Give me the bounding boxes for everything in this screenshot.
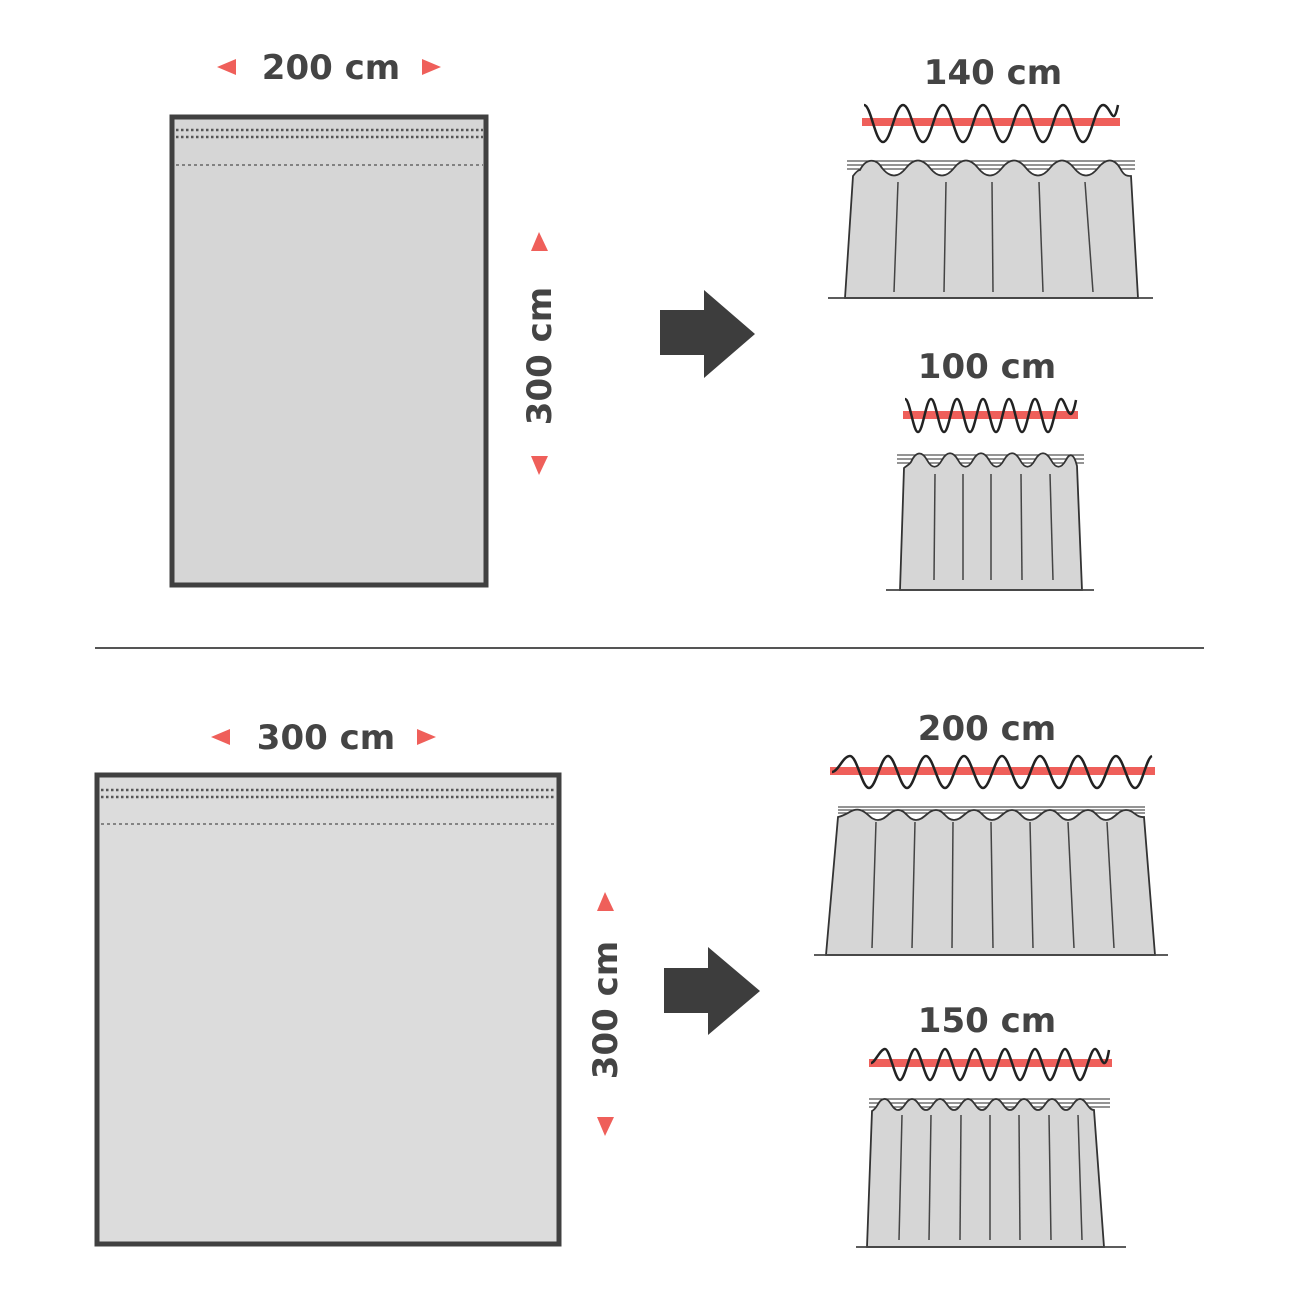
right-arrow-icon (660, 290, 755, 378)
flat-curtain-panel (169, 114, 489, 588)
flat-panel-width-label: 300 cm (257, 718, 395, 758)
gathered-curtain-result-1: 200 cm (814, 709, 1168, 956)
arrow-down-icon (597, 1117, 614, 1136)
gathered-curtain-result-2: 150 cm (856, 1001, 1126, 1248)
rod-width-bar (862, 118, 1120, 126)
arrow-left-icon (211, 729, 230, 745)
result-width-label: 150 cm (918, 1001, 1056, 1041)
result-width-label: 140 cm (924, 53, 1062, 93)
example-bottom: 300 cm 300 cm 200 cm (94, 709, 1168, 1248)
arrow-up-icon (531, 232, 548, 251)
flat-panel-width-label: 200 cm (262, 48, 400, 88)
arrow-up-icon (597, 892, 614, 911)
result-width-label: 200 cm (918, 709, 1056, 749)
flat-curtain-panel (94, 772, 562, 1247)
example-top: 200 cm 300 cm 140 cm (169, 48, 1153, 591)
result-width-label: 100 cm (918, 347, 1056, 387)
rod-width-bar (869, 1059, 1112, 1067)
wave-icon (831, 754, 1153, 790)
flat-panel-height-label: 300 cm (586, 941, 626, 1079)
flat-panel-height-dimension: 300 cm (586, 892, 626, 1136)
wave-icon (863, 103, 1120, 144)
flat-panel-height-dimension: 300 cm (520, 232, 560, 475)
flat-panel-height-label: 300 cm (520, 287, 560, 425)
wave-icon (903, 397, 1078, 434)
arrow-right-icon (417, 729, 436, 745)
wave-icon (870, 1047, 1111, 1082)
gathered-curtain-result-2: 100 cm (886, 347, 1094, 591)
arrow-left-icon (217, 59, 236, 75)
arrow-right-icon (422, 59, 441, 75)
flat-panel-width-dimension: 300 cm (211, 718, 436, 758)
gathered-curtain-result-1: 140 cm (828, 53, 1153, 299)
right-arrow-icon (664, 947, 760, 1035)
flat-panel-width-dimension: 200 cm (217, 48, 441, 88)
arrow-down-icon (531, 456, 548, 475)
